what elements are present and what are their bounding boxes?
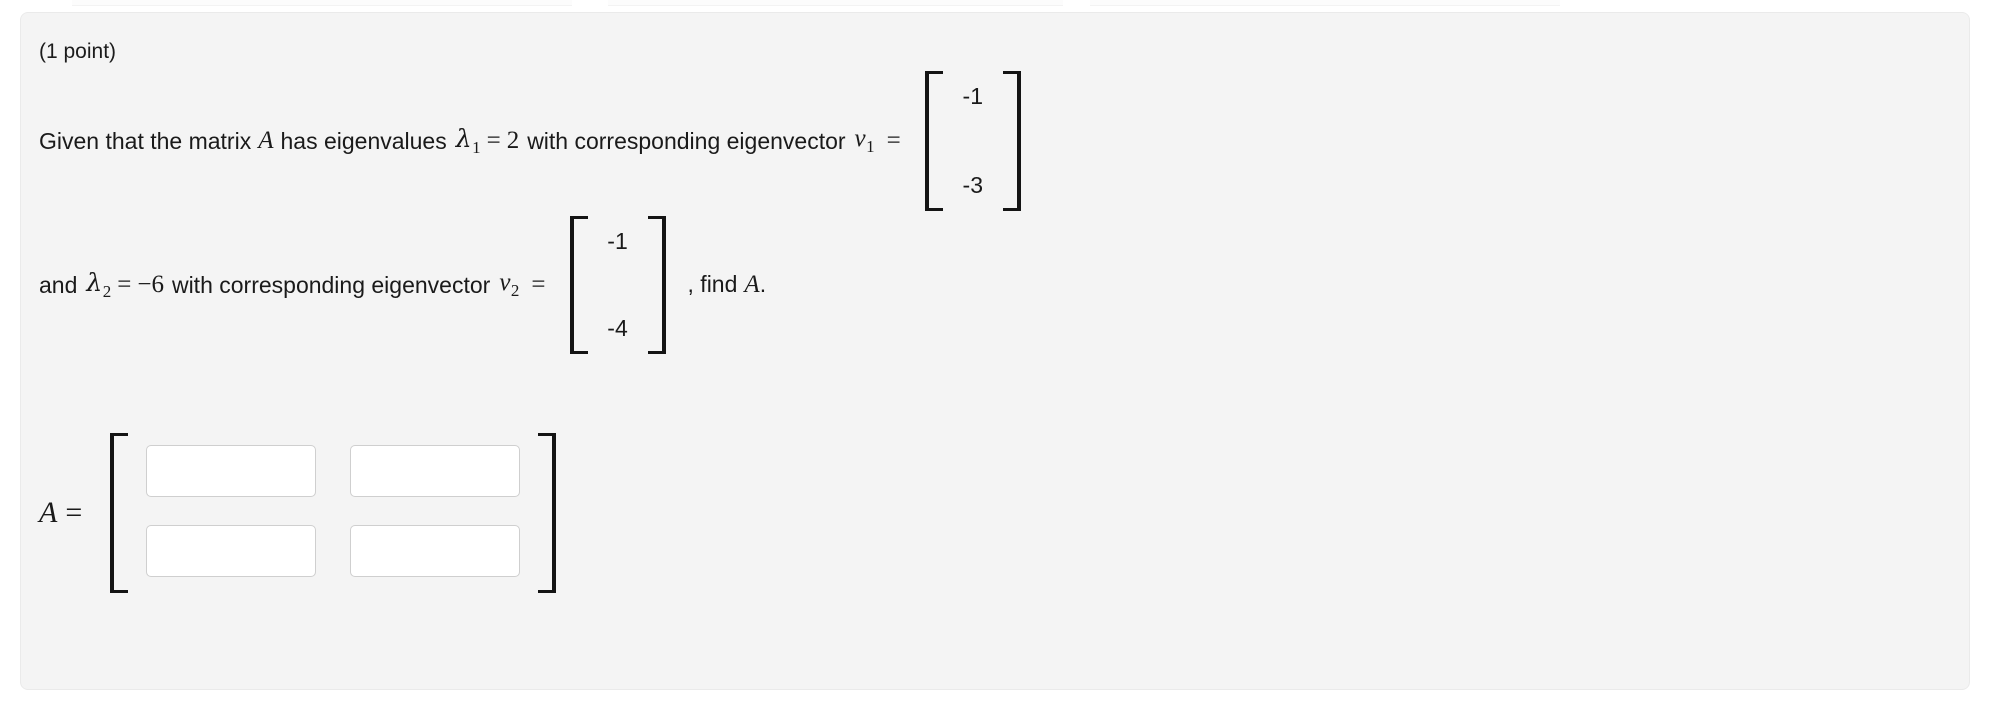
- line2-tail-period: .: [759, 271, 767, 297]
- answer-matrix: [110, 433, 557, 593]
- cut-off-elements-above: [0, 0, 1990, 8]
- eigenvalue-1: 2: [506, 127, 520, 154]
- answer-input-a22[interactable]: [350, 525, 521, 577]
- eigenvector-1-row-2: -3: [962, 172, 983, 198]
- line1-equals: =: [486, 127, 501, 154]
- matrix-symbol-A: A: [258, 127, 274, 154]
- lambda-subscript-2: 2: [102, 281, 112, 301]
- eigenvector-symbol-2: v: [499, 269, 511, 297]
- statement-line-2: and λ2 = −6 with corresponding eigenvect…: [39, 216, 767, 354]
- bracket-right-icon: [1002, 71, 1021, 211]
- cut-off-strip-1: [72, 0, 572, 6]
- eigenvector-2-matrix: -1 -4: [569, 216, 666, 354]
- answer-input-grid: [128, 433, 538, 593]
- problem-panel: (1 point) Given that the matrix A has ei…: [20, 12, 1970, 690]
- answer-input-a21[interactable]: [146, 525, 317, 577]
- bracket-left-icon: [924, 71, 943, 211]
- cut-off-strip-3: [1090, 0, 1560, 6]
- answer-label: A=: [39, 496, 82, 530]
- bracket-right-icon: [647, 216, 666, 354]
- eigenvalue-2: −6: [137, 271, 164, 298]
- eigenvector-2-row-1: -1: [607, 228, 628, 254]
- line2-lead-text: and: [39, 271, 78, 298]
- line1-mid-text: has eigenvalues: [280, 127, 447, 154]
- eigenvector-1-row-1: -1: [962, 83, 983, 109]
- answer-label-symbol: A: [39, 496, 58, 529]
- answer-label-equals: =: [65, 496, 83, 529]
- lambda-symbol-1: λ: [455, 124, 472, 154]
- line2-tail-text: , find: [687, 271, 738, 297]
- answer-input-a11[interactable]: [146, 445, 317, 497]
- answer-input-a12[interactable]: [350, 445, 521, 497]
- cut-off-strip-2: [608, 0, 1063, 6]
- line2-vector-equals: =: [531, 271, 546, 298]
- line2-equals: =: [117, 271, 132, 298]
- line1-lead-text: Given that the matrix: [39, 127, 252, 154]
- eigenvector-symbol-1: v: [854, 125, 866, 153]
- eigenvector-subscript-1: 1: [866, 136, 875, 156]
- line1-after-text: with corresponding eigenvector: [527, 127, 846, 154]
- eigenvector-2-row-2: -4: [607, 315, 628, 341]
- lambda-subscript-1: 1: [472, 137, 481, 157]
- statement-line-1: Given that the matrix A has eigenvalues …: [39, 71, 1021, 211]
- points-label: (1 point): [39, 40, 117, 63]
- bracket-right-icon: [538, 433, 557, 593]
- eigenvector-1-matrix: -1 -3: [924, 71, 1021, 211]
- find-symbol-A: A: [744, 271, 760, 298]
- eigenvector-2-cells: -1 -4: [588, 216, 648, 354]
- answer-row: A=: [39, 413, 557, 613]
- eigenvector-subscript-2: 2: [510, 280, 520, 300]
- bracket-left-icon: [110, 433, 129, 593]
- line1-vector-equals: =: [886, 127, 901, 154]
- bracket-left-icon: [569, 216, 588, 354]
- lambda-symbol-2: λ: [86, 268, 103, 298]
- line2-after-text: with corresponding eigenvector: [171, 271, 491, 298]
- eigenvector-1-cells: -1 -3: [943, 71, 1003, 211]
